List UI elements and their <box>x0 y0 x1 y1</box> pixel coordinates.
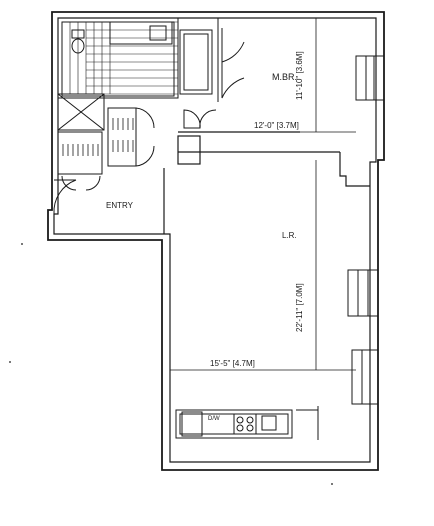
dishwasher-label: D/W <box>208 416 220 422</box>
entry-door-swing <box>53 179 77 215</box>
hall-door-swing <box>183 109 201 129</box>
sink-icon <box>261 415 277 431</box>
bathroom-walls <box>57 17 179 99</box>
window-living-upper <box>347 269 379 317</box>
dimension-master-bedroom-depth: 11'-10" [3.6M] <box>295 51 304 100</box>
window-living-lower <box>351 349 379 405</box>
bathroom-tile-grid <box>61 21 178 95</box>
bedroom-wall-return <box>339 152 370 187</box>
bedroom-door-swing-upper <box>221 28 245 63</box>
room-name-entry: ENTRY <box>106 201 134 210</box>
dimension-living-room-depth: 22'-11" [7.0M] <box>295 283 304 332</box>
dimension-living-room-width: 15'-5" [4.7M] <box>210 359 255 368</box>
bathtub-icon <box>179 29 213 95</box>
shower-enclosure <box>57 93 105 131</box>
hall-door-swing <box>199 109 217 129</box>
refrigerator-icon <box>181 411 203 437</box>
window-bedroom <box>355 55 385 101</box>
dimension-master-bedroom-width: 12'-0" [3.7M] <box>254 121 299 130</box>
exterior-wall <box>47 11 385 471</box>
entry-door <box>53 179 77 215</box>
toilet-icon <box>71 29 85 54</box>
kitchen-counter <box>175 409 293 439</box>
shower <box>57 93 105 131</box>
closet-door-swing <box>135 145 155 167</box>
windows <box>347 55 385 405</box>
structural-column <box>177 135 201 165</box>
room-name-master-bedroom: M.BR. <box>272 72 297 82</box>
room-name-living-room: L.R. <box>282 231 297 240</box>
bedroom-door-swing-lower <box>221 62 245 99</box>
closet-doors <box>61 107 217 191</box>
exterior-wall-outer <box>47 11 385 471</box>
interior-walls <box>163 131 370 234</box>
labels: M.BR. 12'-0" [3.7M] 11'-10" [3.6M] ENTRY… <box>106 51 304 422</box>
closet-door-swing <box>135 107 155 129</box>
bedroom-door <box>217 18 245 102</box>
closet-hangers <box>62 118 134 156</box>
closet-left <box>57 131 103 175</box>
stove-icon <box>233 413 257 435</box>
shower-diagonal <box>57 93 105 131</box>
kitchen <box>175 406 319 440</box>
dimension-lines <box>170 18 356 371</box>
bathroom <box>57 17 213 99</box>
bathroom-inner <box>61 21 175 97</box>
exterior-wall-inner <box>53 17 377 463</box>
closet-middle <box>107 107 137 167</box>
sink-icon <box>109 21 173 45</box>
closet-door-swing <box>85 175 101 191</box>
stray-marks <box>9 243 333 485</box>
closets <box>57 107 137 175</box>
